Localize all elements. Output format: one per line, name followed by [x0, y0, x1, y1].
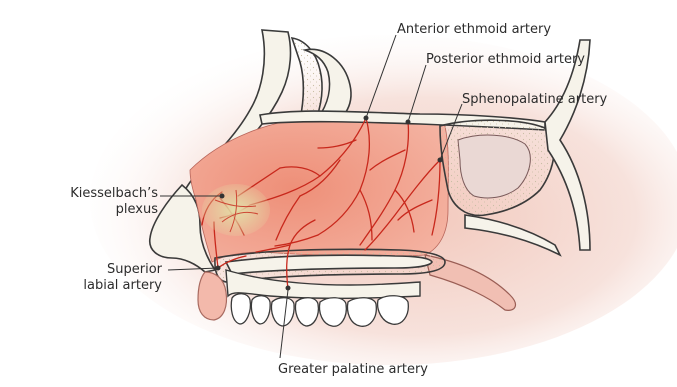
- label-posterior-ethmoid-artery: Posterior ethmoid artery: [426, 52, 585, 68]
- label-greater-palatine-artery: Greater palatine artery: [278, 362, 428, 378]
- label-superior-labial-line2: labial artery: [44, 278, 162, 294]
- label-superior-labial-artery: Superior labial artery: [44, 262, 162, 294]
- label-kiesselbachs-plexus-line2: plexus: [34, 202, 158, 218]
- label-anterior-ethmoid-artery: Anterior ethmoid artery: [397, 22, 551, 38]
- label-kiesselbachs-plexus: Kiesselbach’s plexus: [34, 186, 158, 218]
- label-sphenopalatine-artery: Sphenopalatine artery: [462, 92, 607, 108]
- label-kiesselbachs-plexus-line1: Kiesselbach’s: [34, 186, 158, 202]
- label-superior-labial-line1: Superior: [44, 262, 162, 278]
